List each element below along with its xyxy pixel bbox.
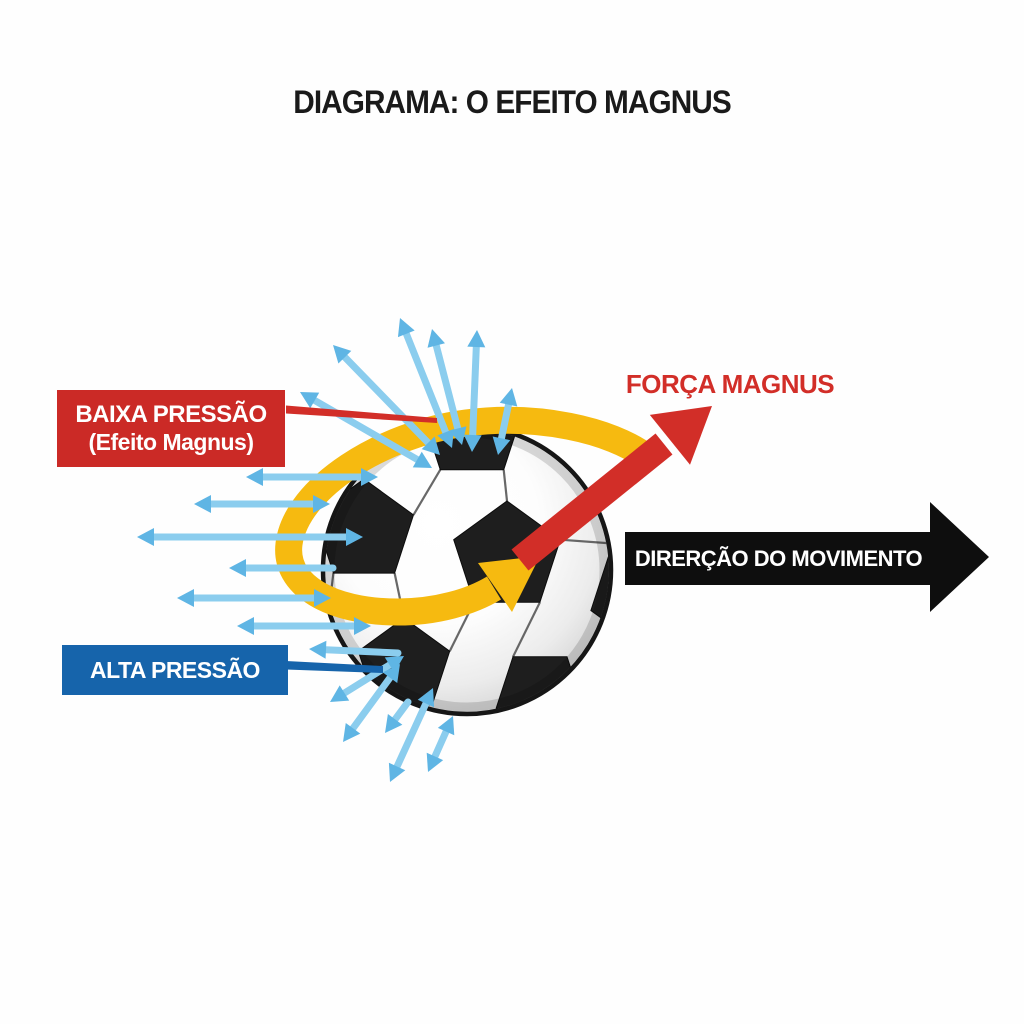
airflow-arrowhead — [437, 716, 455, 736]
airflow-arrowhead — [382, 664, 400, 684]
movement-direction-label: DIRERÇÃO DO MOVIMENTO — [634, 545, 923, 571]
airflow-arrowhead — [467, 330, 486, 348]
magnus-force-arrow — [511, 406, 712, 571]
airflow-arrow-shaft — [400, 324, 452, 442]
airflow-arrowhead — [314, 589, 331, 607]
airflow-arrow-shaft — [431, 336, 463, 438]
airflow-arrowhead — [346, 528, 363, 546]
airflow-arrowhead — [427, 329, 445, 348]
airflow-arrowhead — [300, 392, 320, 409]
airflow-arrow-shaft — [337, 349, 436, 451]
airflow-arrowhead — [354, 617, 371, 635]
airflow-arrowhead — [417, 688, 435, 708]
airflow-arrowhead — [361, 468, 378, 486]
airflow-arrowhead — [137, 528, 154, 546]
low-pressure-label: BAIXA PRESSÃO (Efeito Magnus) — [57, 390, 285, 467]
spin-arrowhead — [478, 556, 540, 612]
airflow-arrowhead — [309, 640, 327, 659]
airflow-arrowhead — [499, 388, 518, 407]
page-title: DIAGRAMA: O EFEITO MAGNUS — [293, 84, 731, 120]
airflow-arrowhead — [397, 318, 415, 338]
airflow-arrowhead — [177, 589, 194, 607]
airflow-arrow-shaft — [346, 669, 397, 737]
airflow-arrows — [137, 318, 518, 782]
airflow-arrowhead — [463, 434, 482, 452]
spin-arrow — [275, 406, 657, 626]
high-pressure-text: ALTA PRESSÃO — [90, 656, 260, 683]
airflow-arrowhead — [384, 656, 404, 673]
airflow-arrowhead — [426, 752, 444, 772]
high-pressure-label: ALTA PRESSÃO — [62, 645, 288, 695]
airflow-arrow-shaft — [316, 645, 402, 657]
airflow-arrowhead — [237, 617, 254, 635]
airflow-arrowhead — [246, 468, 263, 486]
high-pressure-leader-line — [286, 661, 383, 673]
airflow-arrow-shaft — [391, 694, 432, 776]
airflow-arrowhead — [385, 713, 403, 733]
airflow-arrowhead — [412, 451, 432, 468]
low-pressure-line2: (Efeito Magnus) — [88, 429, 255, 456]
low-pressure-line1: BAIXA PRESSÃO — [75, 401, 267, 428]
airflow-arrowhead — [343, 722, 361, 742]
airflow-arrowhead — [330, 685, 350, 702]
airflow-arrow-shaft — [429, 722, 452, 766]
airflow-arrowhead — [421, 436, 440, 455]
airflow-arrowhead — [313, 495, 330, 513]
airflow-arrowhead — [333, 345, 352, 364]
movement-arrow — [625, 502, 989, 612]
magnus-force-arrowhead — [649, 406, 712, 465]
airflow-arrow-shaft — [335, 658, 399, 700]
airflow-arrow-shaft — [306, 394, 426, 466]
airflow-arrowhead — [492, 436, 511, 455]
airflow-arrowhead — [229, 559, 246, 577]
airflow-arrowhead — [388, 762, 406, 782]
airflow-arrowhead — [437, 428, 455, 448]
magnus-force-label: FORÇA MAGNUS — [625, 369, 835, 399]
airflow-arrowhead — [449, 426, 467, 445]
airflow-arrow-shaft — [496, 395, 514, 448]
low-pressure-leader-line — [286, 405, 437, 423]
airflow-arrow-shaft — [468, 337, 481, 445]
airflow-arrowhead — [194, 495, 211, 513]
